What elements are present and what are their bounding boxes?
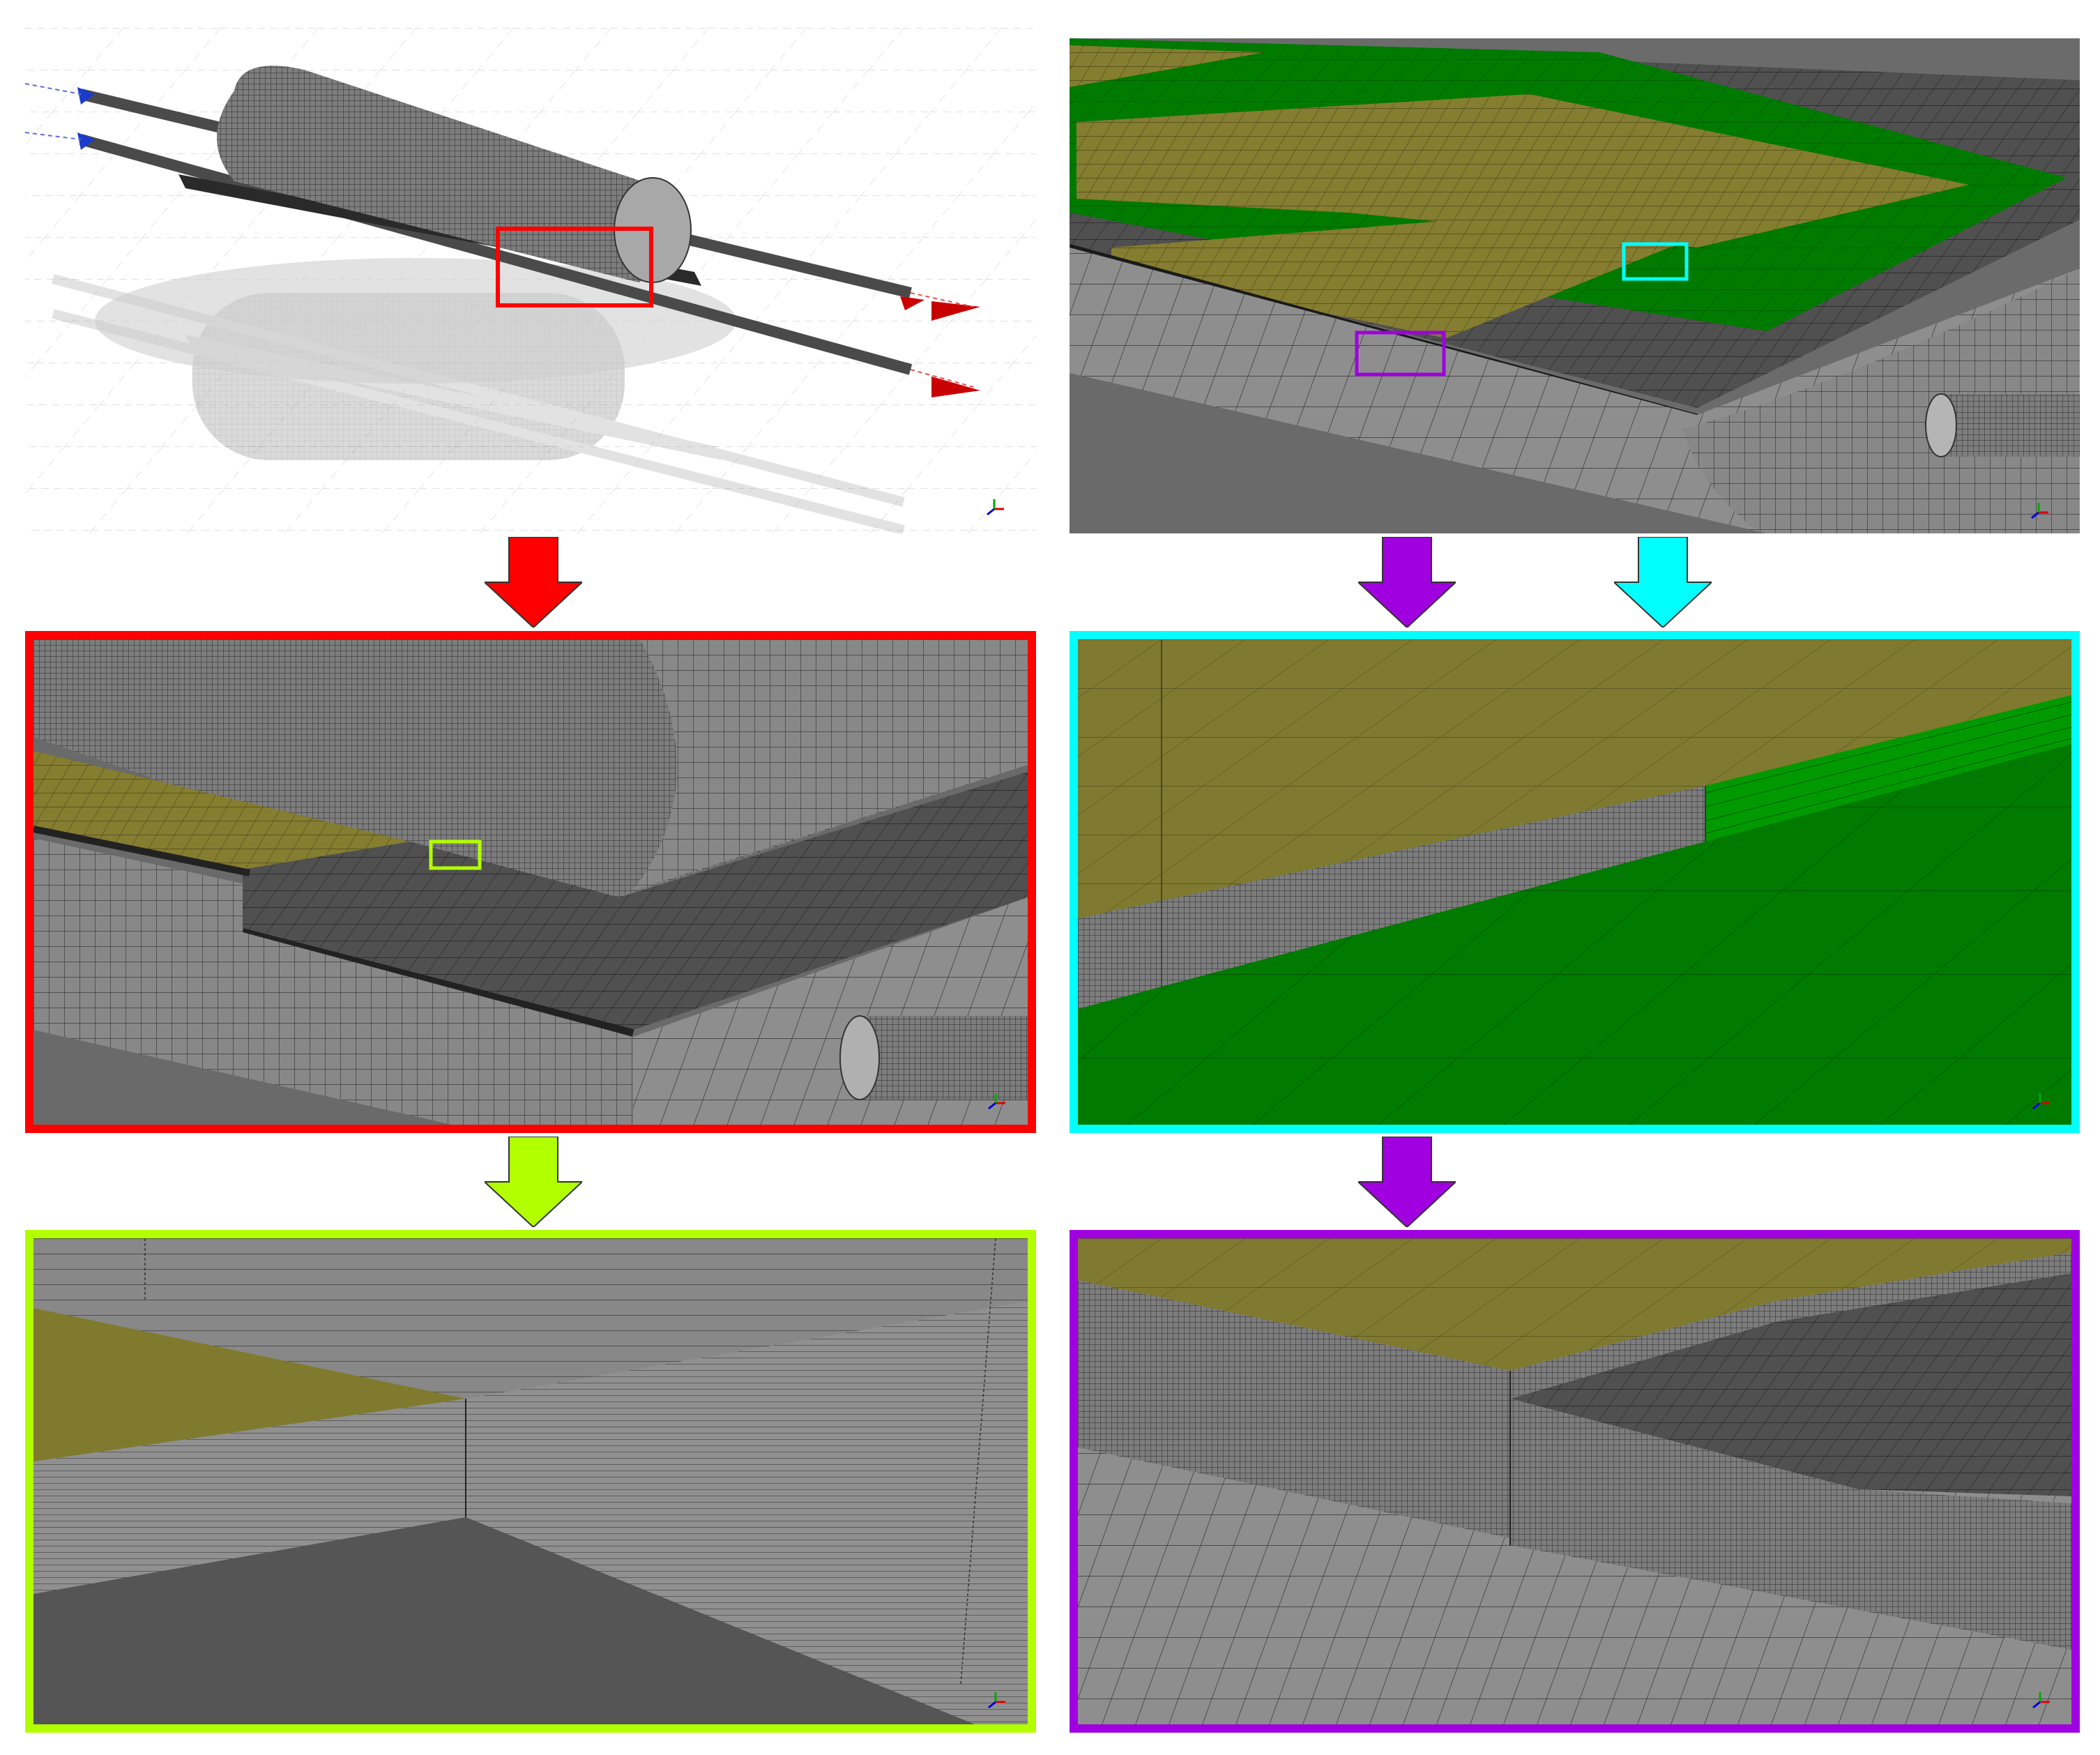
violet-zoom-marker (1355, 331, 1446, 377)
cyan-viewport (1078, 639, 2071, 1125)
violet-viewport (1078, 1238, 2071, 1724)
lime-viewport (33, 1238, 1028, 1724)
close-viewport (1070, 38, 2080, 533)
overview-close-panel (1070, 38, 2080, 533)
axis-triad-icon (2032, 1692, 2050, 1709)
zoom-red-panel (25, 631, 1036, 1133)
overview-panel (25, 28, 1036, 533)
axis-triad-icon (2032, 1093, 2050, 1110)
red-viewport (33, 639, 1028, 1125)
violet-down-arrow-top (1358, 537, 1456, 628)
overview-viewport (25, 28, 1036, 533)
zoom-cyan-panel (1070, 631, 2080, 1133)
axis-triad-icon (988, 1093, 1005, 1110)
cyan-down-arrow (1614, 537, 1712, 628)
outlet-arrow-icon (931, 377, 980, 397)
axis-triad-icon (2031, 503, 2048, 519)
cyan-zoom-marker (1622, 242, 1689, 281)
zoom-violet-panel (1070, 1230, 2080, 1733)
lime-zoom-marker (429, 839, 482, 870)
outlet-arrow-icon (931, 301, 980, 321)
axis-triad-icon (987, 499, 1004, 516)
inlet-arrow-icon (77, 87, 95, 105)
axis-triad-icon (988, 1692, 1005, 1709)
lime-down-arrow (485, 1137, 582, 1227)
violet-down-arrow-bottom (1358, 1137, 1456, 1227)
inlet-arrow-icon (77, 132, 95, 150)
red-down-arrow (485, 537, 582, 628)
zoom-lime-panel (25, 1230, 1036, 1733)
red-zoom-marker (496, 227, 653, 307)
